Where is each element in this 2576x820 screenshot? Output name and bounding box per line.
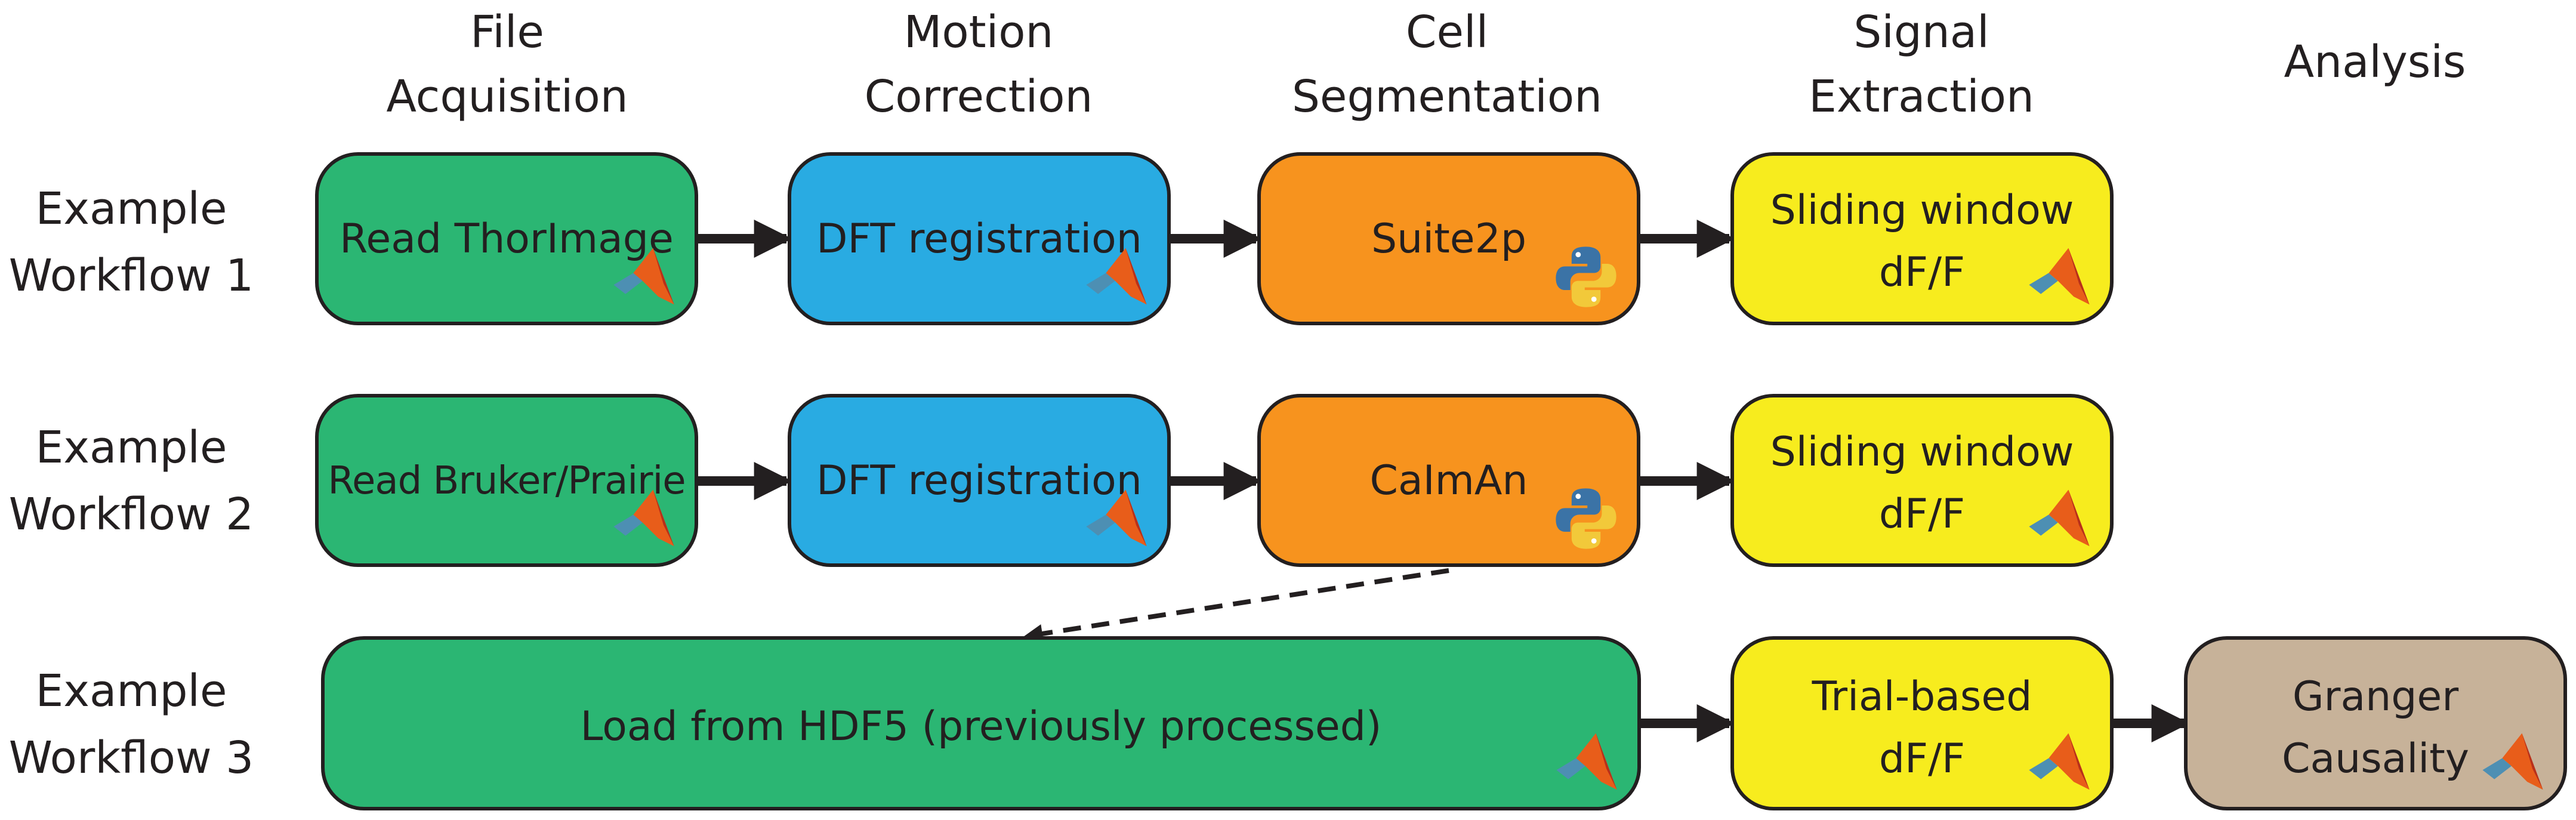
arrow-w2-seg-to-w3-load-dashed bbox=[1023, 568, 1449, 643]
box-suite2p: Suite2p bbox=[1257, 152, 1640, 325]
box-label: Read ThorImage bbox=[340, 215, 674, 263]
box-label: Suite2p bbox=[1371, 215, 1527, 263]
box-label: Granger Causality bbox=[2281, 673, 2470, 782]
matlab-icon bbox=[1086, 248, 1147, 305]
box-label: CaImAn bbox=[1369, 457, 1528, 504]
matlab-icon bbox=[2029, 733, 2090, 790]
column-header-signal-extraction: Signal Extraction bbox=[1809, 7, 2034, 122]
matlab-icon bbox=[1556, 733, 1617, 790]
box-label: DFT registration bbox=[816, 457, 1142, 504]
column-header-file-acquisition: File Acquisition bbox=[386, 7, 628, 122]
box-label: DFT registration bbox=[816, 215, 1142, 263]
python-icon bbox=[1556, 488, 1616, 549]
box-label: Trial-based dF/F bbox=[1812, 673, 2032, 782]
box-sliding-window-1: Sliding window dF/F bbox=[1730, 152, 2114, 325]
box-trial-based: Trial-based dF/F bbox=[1730, 636, 2114, 810]
row-label-workflow-1: Example Workflow 1 bbox=[8, 183, 254, 301]
box-read-bruker-prairie: Read Bruker/Prairie bbox=[315, 394, 698, 567]
box-dft-registration-1: DFT registration bbox=[788, 152, 1171, 325]
box-caiman: CaImAn bbox=[1257, 394, 1640, 567]
box-load-from-hdf5: Load from HDF5 (previously processed) bbox=[321, 636, 1641, 810]
matlab-icon bbox=[613, 248, 674, 305]
box-granger-causality: Granger Causality bbox=[2184, 636, 2567, 810]
row-label-workflow-2: Example Workflow 2 bbox=[8, 422, 254, 540]
box-label: Sliding window dF/F bbox=[1770, 187, 2074, 296]
box-dft-registration-2: DFT registration bbox=[788, 394, 1171, 567]
column-header-cell-segmentation: Cell Segmentation bbox=[1291, 7, 1603, 122]
box-label: Read Bruker/Prairie bbox=[328, 459, 686, 503]
matlab-icon bbox=[1086, 489, 1147, 547]
matlab-icon bbox=[2029, 248, 2090, 305]
box-sliding-window-2: Sliding window dF/F bbox=[1730, 394, 2114, 567]
column-header-analysis: Analysis bbox=[2284, 36, 2466, 88]
box-read-thorimage: Read ThorImage bbox=[315, 152, 698, 325]
python-icon bbox=[1556, 246, 1616, 307]
row-label-workflow-3: Example Workflow 3 bbox=[8, 665, 254, 784]
column-header-motion-correction: Motion Correction bbox=[864, 7, 1093, 122]
matlab-icon bbox=[2029, 489, 2090, 547]
box-label: Sliding window dF/F bbox=[1770, 429, 2074, 538]
box-label: Load from HDF5 (previously processed) bbox=[580, 703, 1382, 750]
matlab-icon bbox=[2482, 733, 2543, 790]
matlab-icon bbox=[613, 489, 674, 547]
